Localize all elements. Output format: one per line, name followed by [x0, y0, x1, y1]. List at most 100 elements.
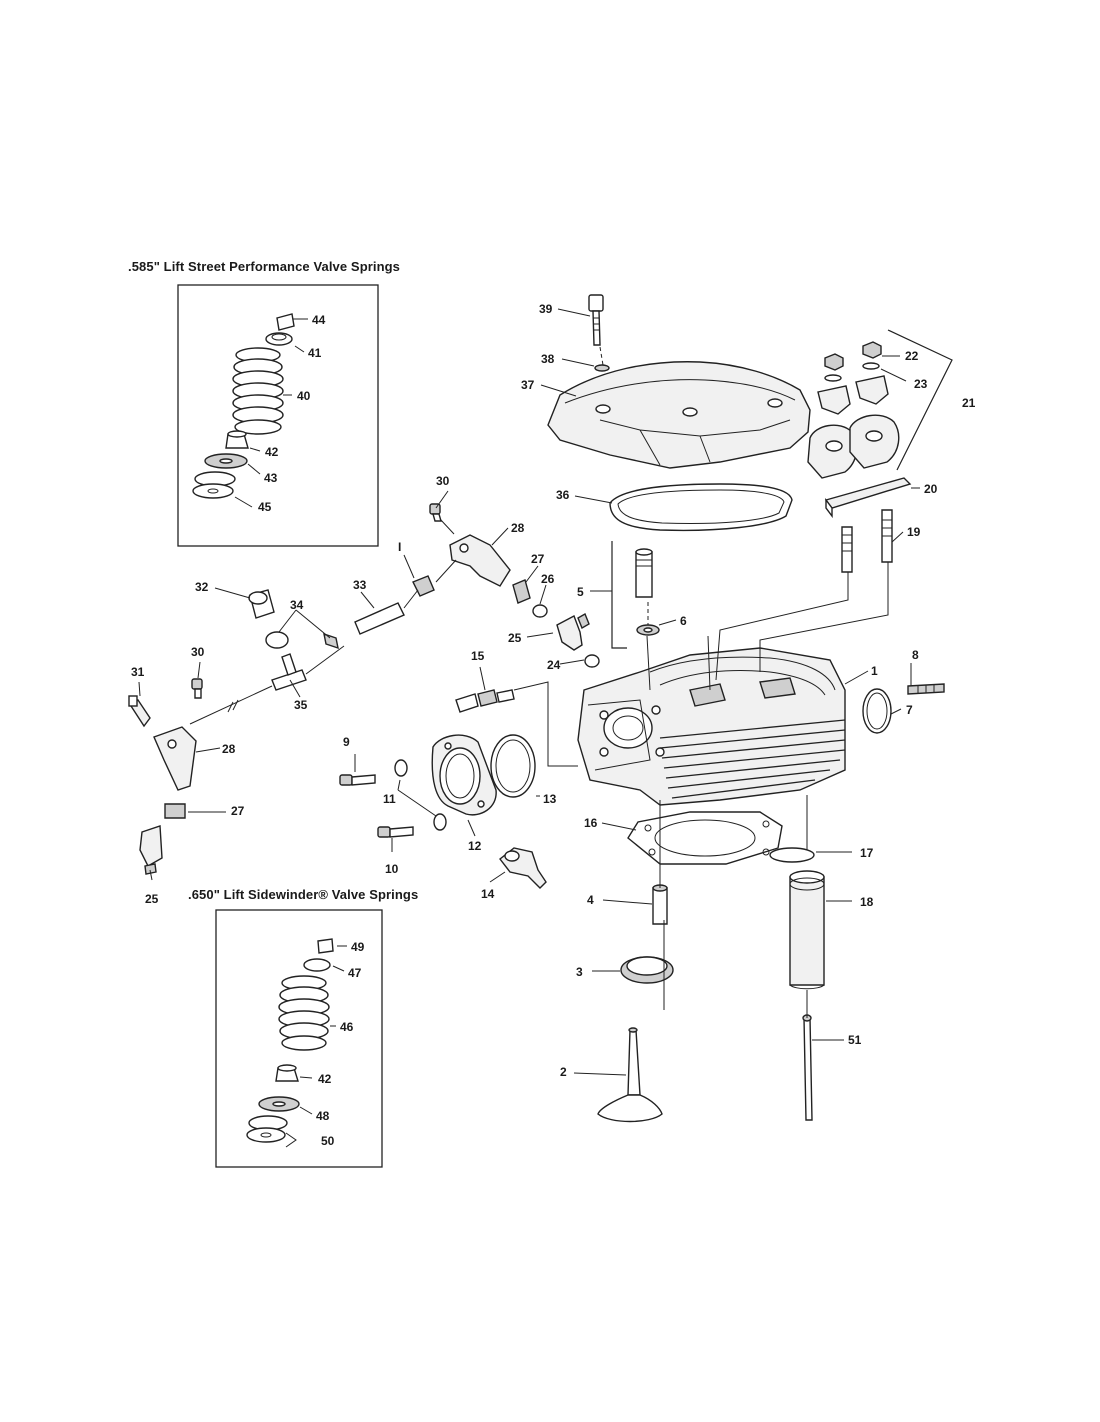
callout-49: 49	[351, 940, 365, 954]
callout-41: 41	[308, 346, 322, 360]
flange-bolt-icon	[339, 774, 414, 838]
callout-12: 12	[468, 839, 482, 853]
head-stud-icon	[907, 683, 945, 695]
callout-31: 31	[131, 665, 145, 679]
rocker-cover-gasket-icon	[609, 483, 793, 532]
callout-9: 9	[343, 735, 350, 749]
callout-23: 23	[914, 377, 928, 391]
rocker-arm-icon	[807, 414, 900, 479]
callout-24: 24	[547, 658, 561, 672]
assembly-center-lines	[599, 346, 889, 1018]
callout-47: 47	[348, 966, 362, 980]
callout-6: 6	[680, 614, 687, 628]
callout-26: 26	[541, 572, 555, 586]
callout-21: 21	[962, 396, 976, 410]
fuel-pressure-sensor-icon	[128, 695, 151, 728]
callout-27b: 27	[231, 804, 245, 818]
injector-icon	[139, 612, 590, 875]
callout-labels: 44 41 40 42 43 45 49 47 46 42 48 50 39 3…	[131, 302, 976, 1148]
fuel-rail-bolt-icon	[191, 503, 442, 699]
callout-10: 10	[385, 862, 399, 876]
callout-20: 20	[924, 482, 938, 496]
assembly-bracket-line	[887, 329, 953, 471]
temperature-sensor-icon	[455, 689, 515, 713]
callout-42b: 42	[318, 1072, 332, 1086]
intake-flange-icon	[431, 734, 497, 816]
callout-33: 33	[353, 578, 367, 592]
callout-40: 40	[297, 389, 311, 403]
callout-25a: 25	[508, 631, 522, 645]
spring-icon	[232, 347, 284, 435]
o-ring-small-icon	[532, 604, 600, 668]
callout-14: 14	[481, 887, 495, 901]
callout-39: 39	[539, 302, 553, 316]
fuel-hose-icon	[189, 559, 457, 725]
cylinder-head-icon	[577, 647, 846, 806]
pushrod-icon	[802, 1014, 813, 1121]
callout-11: 11	[383, 792, 396, 806]
callout-25b: 25	[145, 892, 159, 906]
o-ring-icon	[862, 688, 892, 734]
spring-icon	[278, 975, 330, 1051]
fuel-line-nut-icon	[412, 575, 435, 597]
guide-washer-icon	[636, 624, 660, 636]
rocker-washer-icon	[824, 362, 880, 382]
callout-5: 5	[577, 585, 584, 599]
rocker-cover-washer-icon	[594, 364, 610, 372]
sidewinder-springs-inset-box	[215, 909, 383, 1168]
callout-27a: 27	[531, 552, 545, 566]
callout-42a: 42	[265, 445, 279, 459]
callout-22: 22	[905, 349, 919, 363]
elbow-fitting-icon	[499, 847, 547, 889]
fitting-clamp-icon	[265, 631, 339, 650]
washer-icon	[204, 453, 248, 469]
callout-34: 34	[290, 598, 304, 612]
callout-2: 2	[560, 1065, 567, 1079]
keeper-icon	[276, 313, 295, 331]
valve-seat-icon	[620, 956, 674, 984]
callout-50: 50	[321, 1134, 335, 1148]
head-gasket-icon	[627, 811, 783, 865]
callout-28b: 28	[222, 742, 236, 756]
callout-15: 15	[471, 649, 485, 663]
callout-18: 18	[860, 895, 874, 909]
intake-o-ring-icon	[490, 734, 536, 798]
callout-38: 38	[541, 352, 555, 366]
rocker-nut-icon	[824, 341, 882, 371]
shim-washers-icon	[192, 471, 236, 499]
callout-36: 36	[556, 488, 570, 502]
callout-1: 1	[871, 664, 878, 678]
callout-16: 16	[584, 816, 598, 830]
callout-46: 46	[340, 1020, 354, 1034]
rocker-cover-bolt-icon	[588, 294, 604, 346]
rocker-support-icon	[817, 375, 889, 415]
valve-guide-icon	[635, 548, 653, 598]
clip-icon	[164, 579, 531, 819]
injector-holder-2-icon	[153, 726, 197, 791]
pushrod-tube-icon	[789, 870, 825, 990]
lower-valve-guide-icon	[652, 884, 668, 925]
shim-washers-icon	[246, 1115, 288, 1143]
rocker-cover-icon	[547, 361, 811, 469]
callout-7: 7	[906, 703, 913, 717]
callout-37: 37	[521, 378, 535, 392]
fuel-tee-icon	[271, 653, 307, 691]
callout-19: 19	[907, 525, 921, 539]
valve-seal-icon	[225, 430, 249, 449]
leader-lines	[138, 308, 920, 1148]
callout-43: 43	[264, 471, 278, 485]
callout-35: 35	[294, 698, 308, 712]
callout-3: 3	[576, 965, 583, 979]
callout-28a: 28	[511, 521, 525, 535]
injector-holder-icon	[449, 534, 511, 587]
rocker-stud-icon	[841, 509, 893, 573]
flange-washer-icon	[394, 759, 447, 831]
valve-seal-icon	[275, 1064, 299, 1082]
guide-bracket-line	[611, 541, 627, 649]
callout-17: 17	[860, 846, 874, 860]
callout-13: 13	[543, 792, 557, 806]
rocker-shaft-bracket-icon	[824, 477, 912, 519]
valve-icon	[597, 1027, 663, 1123]
callout-32: 32	[195, 580, 209, 594]
callout-30a: 30	[436, 474, 450, 488]
